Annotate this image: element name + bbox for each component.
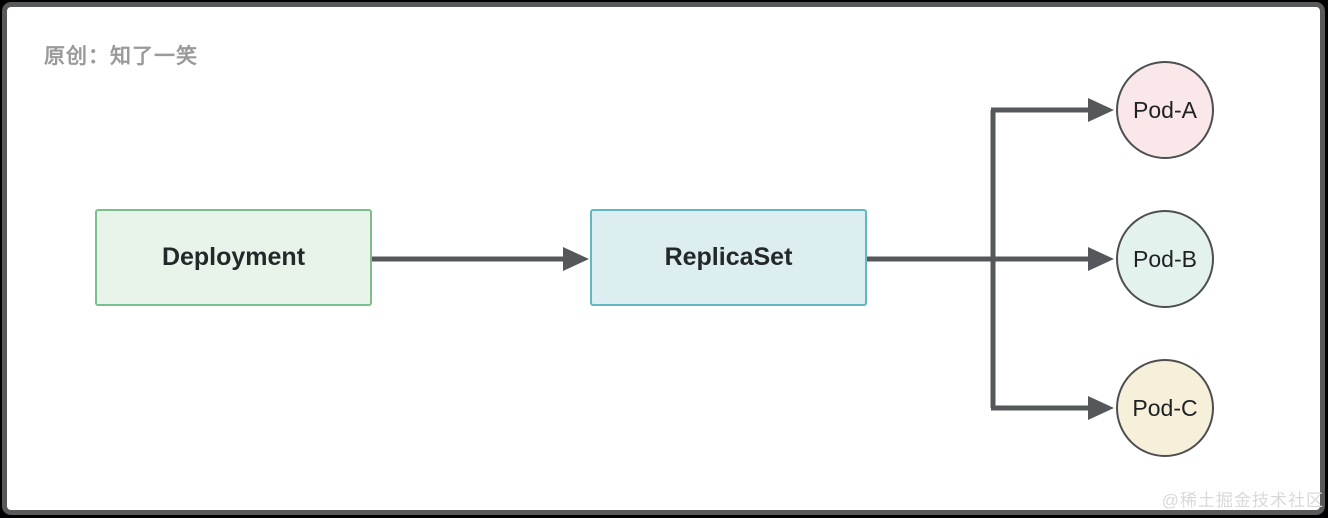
- node-pod-c-label: Pod-C: [1132, 394, 1198, 421]
- node-replicaset: ReplicaSet: [590, 209, 867, 306]
- author-credit: 原创：知了一笑: [44, 45, 198, 68]
- node-pod-c: Pod-C: [1116, 359, 1214, 457]
- arrowhead-replicaset: [563, 247, 589, 271]
- watermark: @稀土掘金技术社区: [1161, 491, 1324, 510]
- arrowhead-pod-c: [1088, 396, 1114, 420]
- node-deployment-label: Deployment: [161, 243, 306, 271]
- node-replicaset-label: ReplicaSet: [664, 243, 793, 271]
- arrowheads: [563, 98, 1114, 420]
- node-pod-b-label: Pod-B: [1133, 245, 1197, 272]
- arrowhead-pod-a: [1088, 98, 1114, 122]
- node-pod-a-label: Pod-A: [1133, 96, 1197, 123]
- edge-lines: [372, 107, 1091, 411]
- node-pod-b: Pod-B: [1116, 210, 1214, 308]
- node-pod-a: Pod-A: [1116, 61, 1214, 159]
- arrowhead-pod-b: [1088, 247, 1114, 271]
- node-deployment: Deployment: [95, 209, 372, 306]
